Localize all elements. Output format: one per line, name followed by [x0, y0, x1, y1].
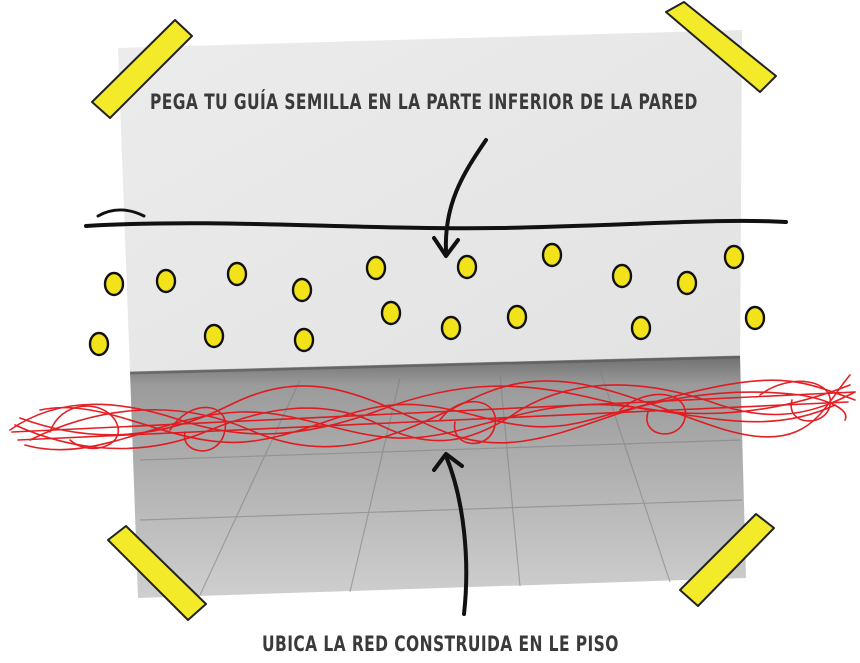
bottom-instruction: UBICA LA RED CONSTRUIDA EN LE PISO	[262, 632, 619, 656]
seed	[203, 323, 225, 349]
seed	[226, 261, 248, 287]
arrow-to-net	[432, 452, 469, 616]
seed	[630, 315, 652, 341]
seed-guide-line	[84, 218, 788, 231]
seed	[723, 244, 745, 270]
seed	[440, 315, 462, 341]
seed	[380, 300, 402, 326]
tape-top-right	[665, 1, 777, 93]
seed	[676, 270, 698, 296]
seed	[88, 331, 110, 357]
wall	[118, 30, 742, 372]
seed	[103, 271, 125, 297]
seed	[456, 254, 478, 280]
seed	[611, 263, 633, 289]
tape-bottom-left	[107, 525, 207, 621]
arrow-to-guide	[432, 138, 488, 258]
seed	[291, 277, 313, 303]
seed	[541, 242, 563, 268]
photo	[118, 30, 746, 598]
seed	[506, 304, 528, 330]
seed	[293, 327, 315, 353]
seed-guide-line-curl	[96, 208, 146, 218]
red-net	[9, 374, 856, 452]
seed	[744, 305, 766, 331]
baseboard-shadow	[129, 355, 741, 375]
tape-bottom-right	[679, 513, 775, 607]
seed	[155, 268, 177, 294]
seeds	[88, 242, 766, 357]
top-instruction: PEGA TU GUÍA SEMILLA EN LA PARTE INFERIO…	[150, 90, 698, 114]
seed	[365, 255, 387, 281]
floor	[130, 356, 746, 598]
tape-top-left	[91, 19, 193, 119]
